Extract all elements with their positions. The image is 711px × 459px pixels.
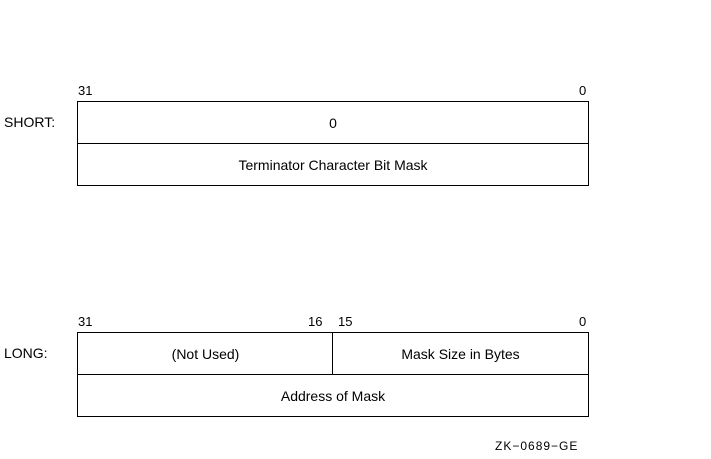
short-bit-0: 0 bbox=[579, 83, 587, 98]
short-row-divider bbox=[78, 143, 588, 144]
long-register: (Not Used) Mask Size in Bytes Address of… bbox=[77, 332, 589, 417]
long-field-divider bbox=[332, 333, 333, 374]
long-bit-0: 0 bbox=[579, 314, 587, 329]
long-bit-16: 16 bbox=[308, 314, 323, 329]
short-register: 0 Terminator Character Bit Mask bbox=[77, 101, 589, 186]
short-bit-31: 31 bbox=[78, 83, 93, 98]
long-row2-field: Address of Mask bbox=[280, 387, 386, 404]
long-bit-15: 15 bbox=[338, 314, 353, 329]
short-row2-field: Terminator Character Bit Mask bbox=[238, 156, 428, 173]
long-label: LONG: bbox=[4, 345, 48, 361]
short-label: SHORT: bbox=[4, 114, 56, 130]
long-row-divider bbox=[78, 374, 588, 375]
long-row1-right-field: Mask Size in Bytes bbox=[401, 345, 520, 362]
short-row1-field: 0 bbox=[329, 114, 337, 131]
long-bit-31: 31 bbox=[78, 314, 93, 329]
figure-id: ZK−0689−GE bbox=[495, 439, 579, 453]
long-row1-left-field: (Not Used) bbox=[171, 345, 240, 362]
